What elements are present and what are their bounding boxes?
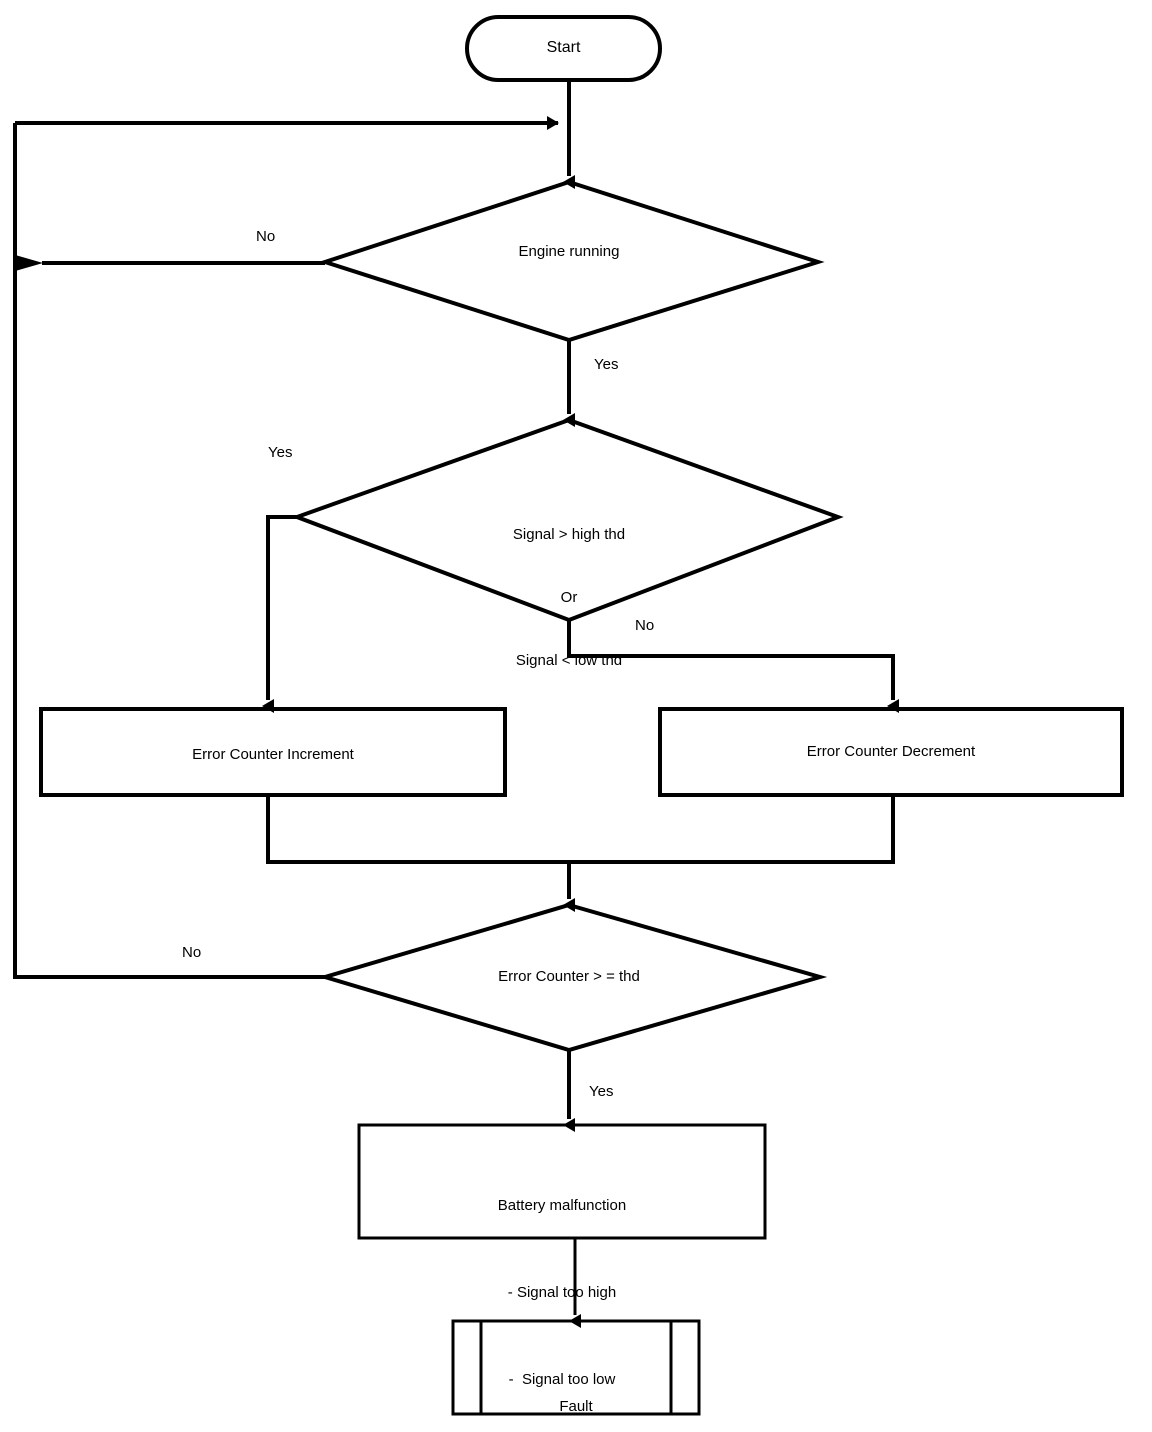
edge-loopback-rail (13, 116, 559, 979)
node-counter-decrement-shape (658, 707, 1124, 797)
edge-signal-yes (262, 515, 297, 713)
node-fault-processing-shape (451, 1319, 701, 1416)
node-signal-threshold-shape (291, 417, 844, 623)
edge-label-counter-yes: Yes (589, 1083, 614, 1100)
node-start-shape (465, 15, 662, 82)
edge-label-signal-no: No (635, 617, 655, 634)
edge-label-counter-no: No (182, 944, 202, 961)
edge-label-engine-yes: Yes (594, 356, 619, 373)
node-battery-malfunction-shape (357, 1123, 767, 1240)
node-counter-increment-shape (39, 707, 507, 797)
edge-counters-merge (266, 795, 895, 912)
node-counter-threshold-shape (317, 902, 828, 1053)
edge-label-engine-no: No (256, 228, 276, 245)
node-engine-running-shape (318, 179, 825, 343)
edge-label-signal-yes: Yes (268, 444, 293, 461)
edge-signal-no (567, 620, 899, 713)
